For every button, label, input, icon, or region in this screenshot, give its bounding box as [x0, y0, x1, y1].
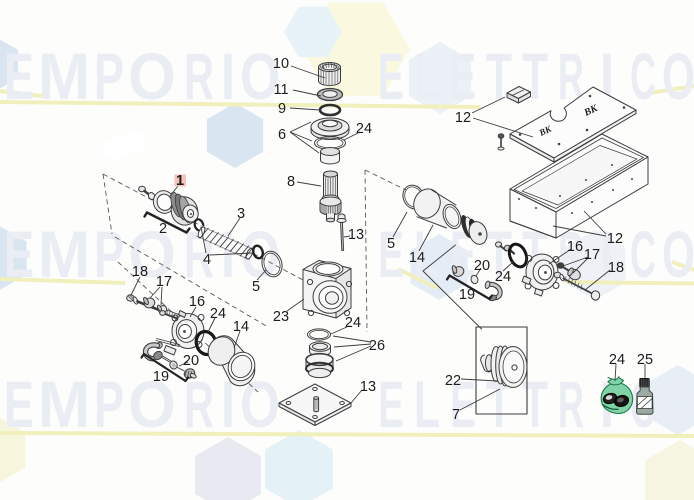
svg-text:19: 19	[153, 369, 169, 385]
svg-text:13: 13	[360, 379, 376, 395]
svg-text:T: T	[486, 217, 512, 291]
svg-text:24: 24	[210, 306, 226, 322]
svg-text:T: T	[522, 39, 548, 113]
svg-text:E: E	[4, 367, 34, 441]
svg-text:E: E	[4, 217, 34, 291]
svg-text:23: 23	[273, 309, 289, 325]
svg-text:20: 20	[183, 353, 199, 369]
svg-text:M: M	[38, 39, 90, 113]
svg-text:O: O	[662, 367, 694, 441]
svg-text:L: L	[414, 39, 440, 113]
svg-text:18: 18	[132, 264, 148, 280]
svg-text:C: C	[630, 217, 656, 291]
svg-text:E: E	[378, 217, 404, 291]
svg-text:O: O	[128, 367, 176, 441]
svg-text:4: 4	[203, 252, 211, 268]
svg-text:L: L	[414, 367, 440, 441]
svg-text:12: 12	[607, 231, 623, 247]
svg-text:5: 5	[252, 279, 260, 295]
svg-text:9: 9	[278, 101, 286, 117]
svg-text:M: M	[38, 217, 90, 291]
svg-text:10: 10	[273, 56, 289, 72]
svg-text:19: 19	[459, 287, 475, 303]
svg-text:I: I	[600, 217, 614, 291]
svg-text:O: O	[128, 39, 176, 113]
svg-text:O: O	[240, 39, 280, 113]
svg-text:O: O	[662, 217, 694, 291]
svg-text:12: 12	[455, 110, 471, 126]
svg-text:C: C	[630, 39, 656, 113]
svg-text:26: 26	[369, 338, 385, 354]
svg-text:24: 24	[345, 315, 361, 331]
svg-text:17: 17	[156, 274, 172, 290]
svg-text:T: T	[486, 39, 512, 113]
svg-text:11: 11	[273, 82, 288, 98]
svg-text:P: P	[94, 367, 124, 441]
svg-text:I: I	[221, 367, 235, 441]
svg-text:E: E	[450, 39, 476, 113]
svg-text:P: P	[94, 217, 124, 291]
svg-text:7: 7	[452, 407, 460, 423]
svg-text:2: 2	[159, 221, 167, 237]
svg-text:E: E	[378, 367, 404, 441]
svg-text:L: L	[414, 217, 440, 291]
svg-text:25: 25	[637, 352, 653, 368]
svg-text:6: 6	[278, 127, 286, 143]
svg-text:16: 16	[189, 294, 205, 310]
svg-text:E: E	[4, 39, 34, 113]
svg-text:17: 17	[584, 247, 600, 263]
svg-text:T: T	[522, 367, 548, 441]
svg-text:3: 3	[237, 206, 245, 222]
svg-text:1: 1	[176, 173, 184, 189]
svg-text:P: P	[94, 39, 124, 113]
svg-text:8: 8	[287, 174, 295, 190]
svg-text:14: 14	[233, 319, 249, 335]
svg-text:O: O	[128, 217, 176, 291]
svg-text:22: 22	[445, 373, 461, 389]
svg-text:E: E	[378, 39, 404, 113]
svg-text:24: 24	[609, 352, 625, 368]
svg-text:16: 16	[567, 239, 583, 255]
svg-text:13: 13	[348, 227, 364, 243]
svg-text:24: 24	[356, 121, 372, 137]
svg-text:R: R	[558, 367, 584, 441]
svg-text:24: 24	[495, 269, 511, 285]
svg-text:14: 14	[409, 250, 425, 266]
svg-text:O: O	[662, 39, 694, 113]
svg-text:5: 5	[387, 236, 395, 252]
svg-text:R: R	[184, 367, 214, 441]
svg-text:M: M	[38, 367, 90, 441]
svg-text:20: 20	[474, 258, 490, 274]
svg-text:I: I	[221, 39, 235, 113]
svg-text:18: 18	[608, 260, 624, 276]
svg-text:R: R	[184, 39, 214, 113]
